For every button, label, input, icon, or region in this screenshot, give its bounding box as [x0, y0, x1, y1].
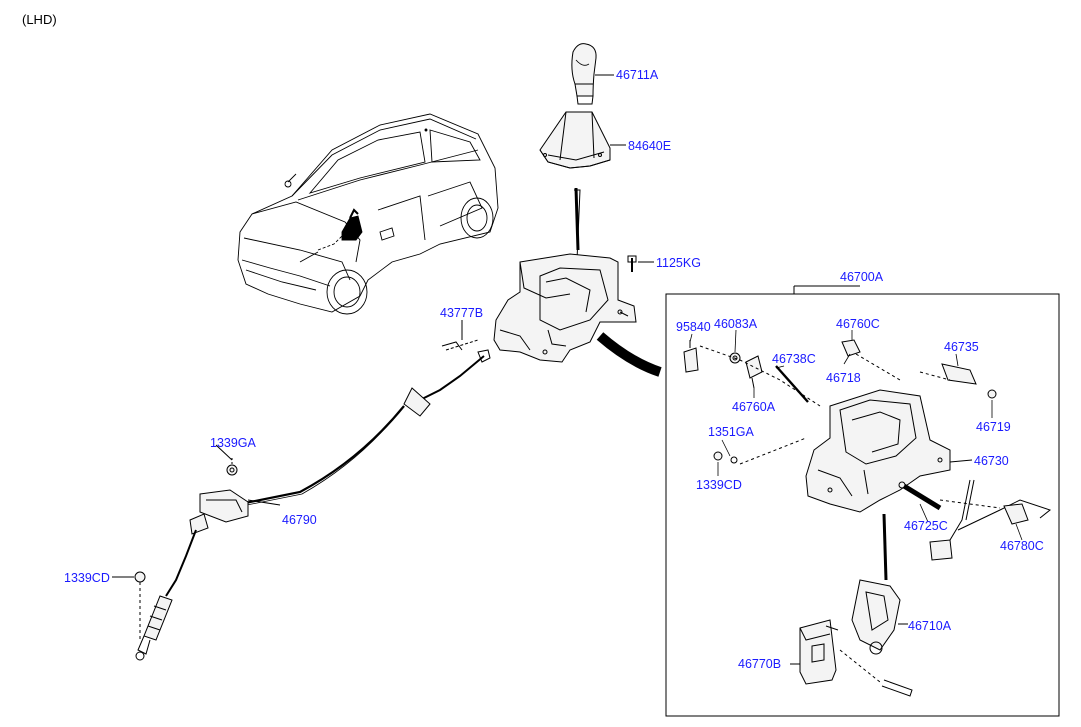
- callout-1339CD-left[interactable]: 1339CD: [64, 571, 110, 585]
- select-lever-icon: [851, 513, 908, 655]
- callout-1339CD-mid[interactable]: 1339CD: [696, 478, 742, 492]
- pin-icon: [898, 481, 942, 511]
- wiring-harness-icon: [929, 479, 1052, 561]
- shift-lever-bracket-icon: [805, 389, 973, 513]
- callout-1351GA[interactable]: 1351GA: [708, 425, 754, 439]
- callout-46719[interactable]: 46719: [976, 420, 1011, 434]
- shift-lever-assembly-icon: [493, 187, 662, 377]
- assembly-group-box: [665, 285, 1060, 717]
- callout-46780C[interactable]: 46780C: [1000, 539, 1044, 553]
- callout-46710A[interactable]: 46710A: [908, 619, 952, 633]
- drive-side-note: (LHD): [22, 12, 57, 27]
- callout-84640E[interactable]: 84640E: [628, 139, 672, 153]
- callout-1125KG[interactable]: 1125KG: [656, 256, 701, 270]
- callout-46725C[interactable]: 46725C: [904, 519, 948, 533]
- detent-plate-icon: [790, 619, 913, 697]
- callout-95840[interactable]: 95840: [676, 320, 711, 334]
- shift-boot-icon: [539, 111, 626, 169]
- callout-46718[interactable]: 46718: [826, 371, 861, 385]
- shift-cable-icon: [112, 320, 491, 661]
- callout-46738C[interactable]: 46738C: [772, 352, 816, 366]
- callout-46790[interactable]: 46790: [282, 513, 317, 527]
- callout-46730[interactable]: 46730: [974, 454, 1009, 468]
- shift-knob-icon: [571, 43, 614, 105]
- callout-46735[interactable]: 46735: [944, 340, 979, 354]
- callout-46711A[interactable]: 46711A: [616, 68, 659, 82]
- callout-1339GA[interactable]: 1339GA: [210, 436, 256, 450]
- small-parts-group: [683, 339, 997, 465]
- callout-46083A[interactable]: 46083A: [714, 317, 758, 331]
- callout-46700A[interactable]: 46700A: [840, 270, 884, 284]
- callout-46760C[interactable]: 46760C: [836, 317, 880, 331]
- callout-43777B[interactable]: 43777B: [440, 306, 484, 320]
- leader-lines: [689, 329, 1023, 541]
- callout-46770B[interactable]: 46770B: [738, 657, 782, 671]
- hatchback-car-icon: [237, 113, 499, 315]
- callout-46760A[interactable]: 46760A: [732, 400, 776, 414]
